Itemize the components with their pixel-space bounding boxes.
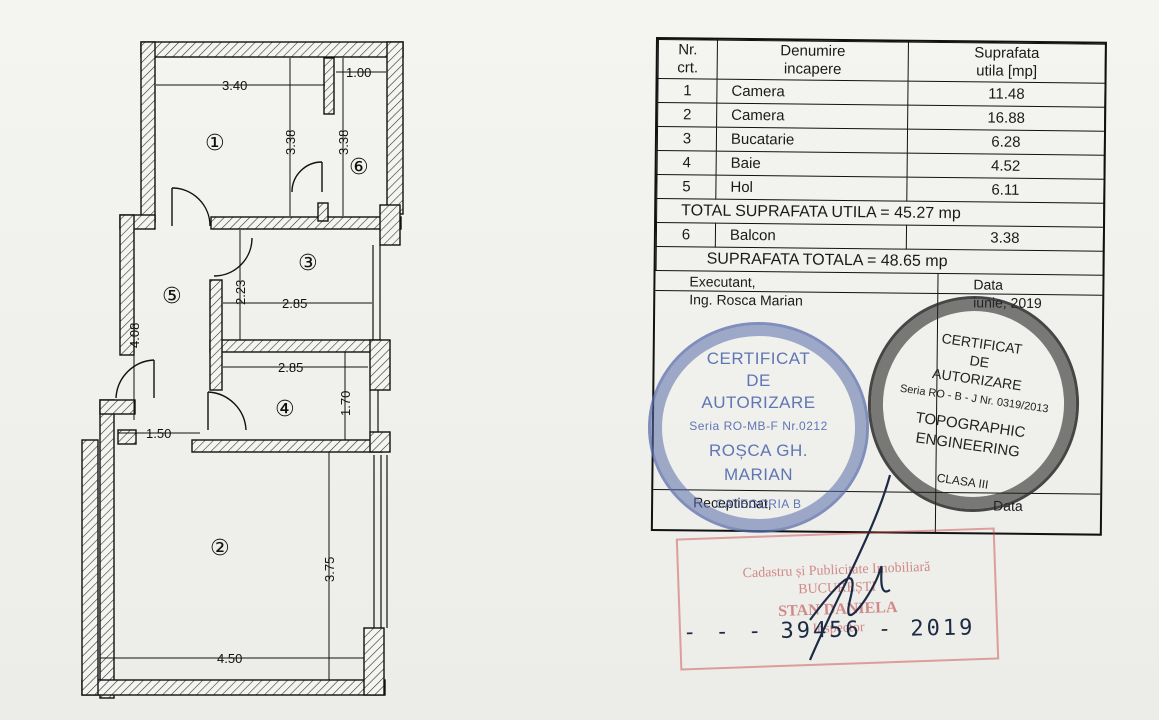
executant-name: Ing. Rosca Marian (689, 291, 803, 309)
room-1-label: ① (205, 131, 225, 156)
dim-4-08: 4.08 (127, 323, 142, 348)
floor-plan: 3.40 1.00 3.38 3.38 2.23 2.85 2.85 4.08 … (81, 41, 404, 699)
room-5-label: ⑤ (162, 284, 182, 309)
data-label: Data (973, 276, 1004, 293)
dim-4-50: 4.50 (217, 651, 242, 666)
dim-2-23: 2.23 (233, 280, 248, 305)
dim-2-85-lower: 2.85 (278, 360, 303, 375)
dim-3-75: 3.75 (322, 557, 337, 582)
room-3-label: ③ (298, 251, 318, 276)
room-4-label: ④ (275, 397, 295, 422)
dim-1-50: 1.50 (146, 426, 171, 441)
signature (808, 474, 892, 661)
dimension-lines (100, 58, 386, 680)
header-nr: Nr.crt. (658, 39, 718, 80)
executant-label: Executant, (689, 273, 756, 291)
dim-3-38-right: 3.38 (336, 130, 351, 155)
registration-number: - - - 39456 - 2019 (682, 615, 976, 646)
dim-3-38-left: 3.38 (283, 130, 298, 155)
room-6-label: ⑥ (349, 155, 369, 180)
dim-3-40: 3.40 (222, 78, 247, 93)
dim-2-85-upper: 2.85 (282, 296, 307, 311)
walls (81, 41, 404, 699)
windows (369, 245, 388, 628)
authorization-stamp-blue: CERTIFICAT DE AUTORIZARE Seria RO-MB-F N… (648, 322, 869, 533)
doors (115, 161, 323, 431)
room-2-label: ② (210, 536, 230, 561)
dim-1-70: 1.70 (338, 391, 353, 416)
dim-1-00: 1.00 (346, 65, 371, 80)
